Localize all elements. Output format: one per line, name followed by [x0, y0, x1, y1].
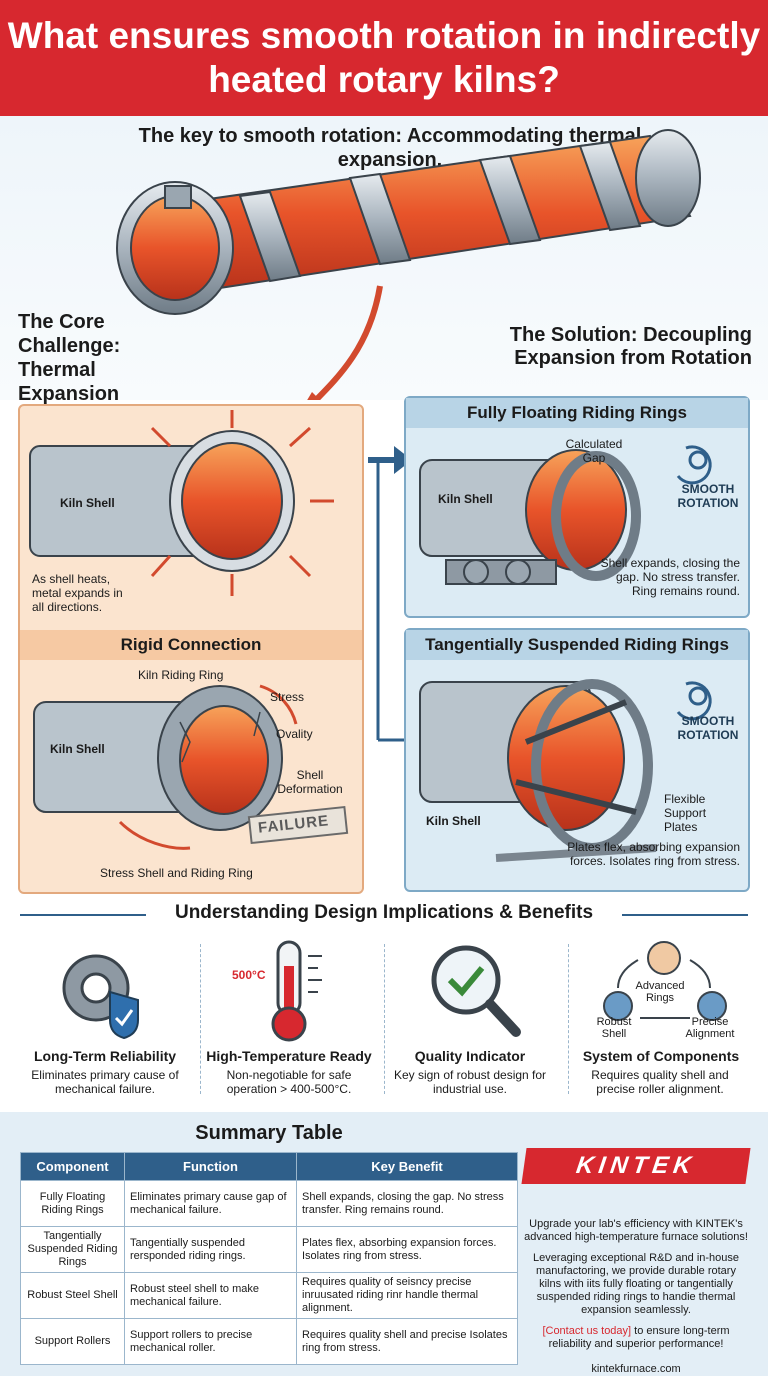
implications-heading: Understanding Design Implications & Bene… [174, 902, 594, 923]
divider-right [622, 914, 748, 916]
table-cell: Tangentially Suspended Riding Rings [20, 1226, 125, 1273]
table-row: Support Rollers Support rollers to preci… [20, 1318, 518, 1365]
flow-arrow [368, 446, 412, 742]
benefit-desc-reliability: Eliminates primary cause of mechanical f… [31, 1068, 179, 1096]
floating-note: Shell expands, closing the gap. No stres… [600, 556, 740, 598]
tangential-ring-illustration [419, 679, 712, 862]
kintek-logo: KINTEK [521, 1148, 751, 1184]
tangential-kiln-shell-label: Kiln Shell [426, 814, 481, 828]
tangential-note: Plates flex, absorbing expansion forces.… [567, 840, 740, 868]
table-cell: Support Rollers [20, 1318, 125, 1365]
floating-kiln-shell-label: Kiln Shell [438, 492, 493, 506]
table-cell: Fully Floating Riding Rings [20, 1180, 125, 1227]
table-cell: Shell expands, closing the gap. No stres… [296, 1180, 518, 1227]
ovality-label: Ovality [276, 727, 313, 741]
header-banner [0, 0, 768, 116]
tangential-rings-title: Tangentially Suspended Riding Rings [406, 630, 748, 660]
temperature-badge: 500°C [232, 968, 266, 982]
kiln-shell-label: Kiln Shell [60, 496, 115, 510]
header-component: Component [20, 1152, 125, 1181]
promo-contact-line: [Contact us today] to ensure long-term r… [524, 1325, 748, 1351]
benefit-title-high-temp: High-Temperature Ready [206, 1048, 372, 1064]
promo-line-3: to ensure long-term reliability and supe… [548, 1325, 730, 1350]
benefit-title-system: System of Components [582, 1048, 740, 1064]
table-cell: Requires quality of seisncy precise inru… [296, 1272, 518, 1319]
riding-ring-label: Kiln Riding Ring [138, 668, 224, 682]
table-cell: Support rollers to precise mechanical ro… [124, 1318, 297, 1365]
cycle-robust-shell: Robust Shell [596, 1016, 632, 1040]
cycle-advanced-rings: Advanced Rings [635, 980, 685, 1004]
page-title: What ensures smooth rotation in indirect… [7, 15, 761, 100]
rigid-ring-illustration [33, 684, 349, 850]
solution-heading: The Solution: Decoupling Expansion from … [509, 324, 752, 369]
table-cell: Requires quality shell and precise Isola… [296, 1318, 518, 1365]
promo-line-1: Upgrade your lab's efficiency with KINTE… [524, 1218, 748, 1243]
expansion-note: As shell heats, metal expands in all dir… [32, 572, 123, 614]
summary-title: Summary Table [195, 1122, 343, 1144]
rotary-kiln-illustration [116, 129, 701, 400]
table-cell: Robust steel shell to make mechanical fa… [124, 1272, 297, 1319]
component-cycle-icon [603, 941, 727, 1021]
support-plates-label: Flexible Support Plates [664, 792, 707, 834]
smooth-rotation-label-1: SMOOTH ROTATION [677, 482, 739, 510]
table-row: Fully Floating Riding Rings Eliminates p… [20, 1180, 518, 1227]
key-heading: The key to smooth rotation: Accommodatin… [138, 125, 642, 171]
table-header-row: Component Function Key Benefit [20, 1152, 518, 1181]
benefit-desc-quality: Key sign of robust design for industrial… [393, 1068, 547, 1096]
table-cell: Robust Steel Shell [20, 1272, 125, 1319]
stress-label: Stress [270, 690, 305, 704]
summary-table-wrapper: Component Function Key Benefit Fully Flo… [20, 1152, 518, 1365]
benefit-desc-high-temp: Non-negotiable for safe operation > 400-… [226, 1068, 352, 1096]
header-function: Function [124, 1152, 297, 1181]
deformation-label: Shell Deformation [277, 768, 343, 796]
calculated-gap-label: Calculated Gap [565, 437, 623, 465]
summary-table: Component Function Key Benefit Fully Flo… [20, 1152, 518, 1365]
benefit-desc-system: Requires quality shell and precise rolle… [591, 1068, 729, 1096]
core-challenge-heading: The Core Challenge: Thermal Expansion [18, 311, 121, 405]
table-cell: Plates flex, absorbing expansion forces.… [296, 1226, 518, 1273]
promo-line-2: Leveraging exceptional R&D and in-house … [532, 1252, 740, 1316]
rigid-connection-title: Rigid Connection [20, 630, 362, 660]
benefit-title-quality: Quality Indicator [414, 1048, 526, 1064]
table-row: Tangentially Suspended Riding Rings Tang… [20, 1226, 518, 1273]
cycle-precise-alignment: Precise Alignment [685, 1016, 735, 1040]
floating-ring-illustration [419, 445, 712, 585]
kintek-promo: KINTEK Upgrade your lab's efficiency wit… [521, 1148, 751, 1376]
contact-link[interactable]: [Contact us today] [542, 1325, 632, 1337]
rigid-kiln-shell-label: Kiln Shell [50, 742, 105, 756]
table-cell: Eliminates primary cause gap of mechanic… [124, 1180, 297, 1227]
benefit-separator [568, 944, 569, 1094]
website-link[interactable]: kintekfurnace.com [591, 1363, 681, 1375]
header-benefit: Key Benefit [296, 1152, 518, 1181]
divider-left [20, 914, 146, 916]
magnifier-check-icon [431, 945, 521, 1037]
table-cell: Tangentially suspended rersponded riding… [124, 1226, 297, 1273]
benefit-separator [384, 944, 385, 1094]
table-row: Robust Steel Shell Robust steel shell to… [20, 1272, 518, 1319]
benefit-separator [200, 944, 201, 1094]
expanding-shell-illustration [29, 410, 334, 596]
rigid-bottom-label: Stress Shell and Riding Ring [100, 866, 253, 880]
floating-rings-title: Fully Floating Riding Rings [406, 398, 748, 428]
gear-shield-icon [62, 954, 139, 1040]
thermometer-icon [271, 940, 322, 1042]
benefit-title-reliability: Long-Term Reliability [33, 1048, 177, 1064]
smooth-rotation-label-2: SMOOTH ROTATION [677, 714, 739, 742]
